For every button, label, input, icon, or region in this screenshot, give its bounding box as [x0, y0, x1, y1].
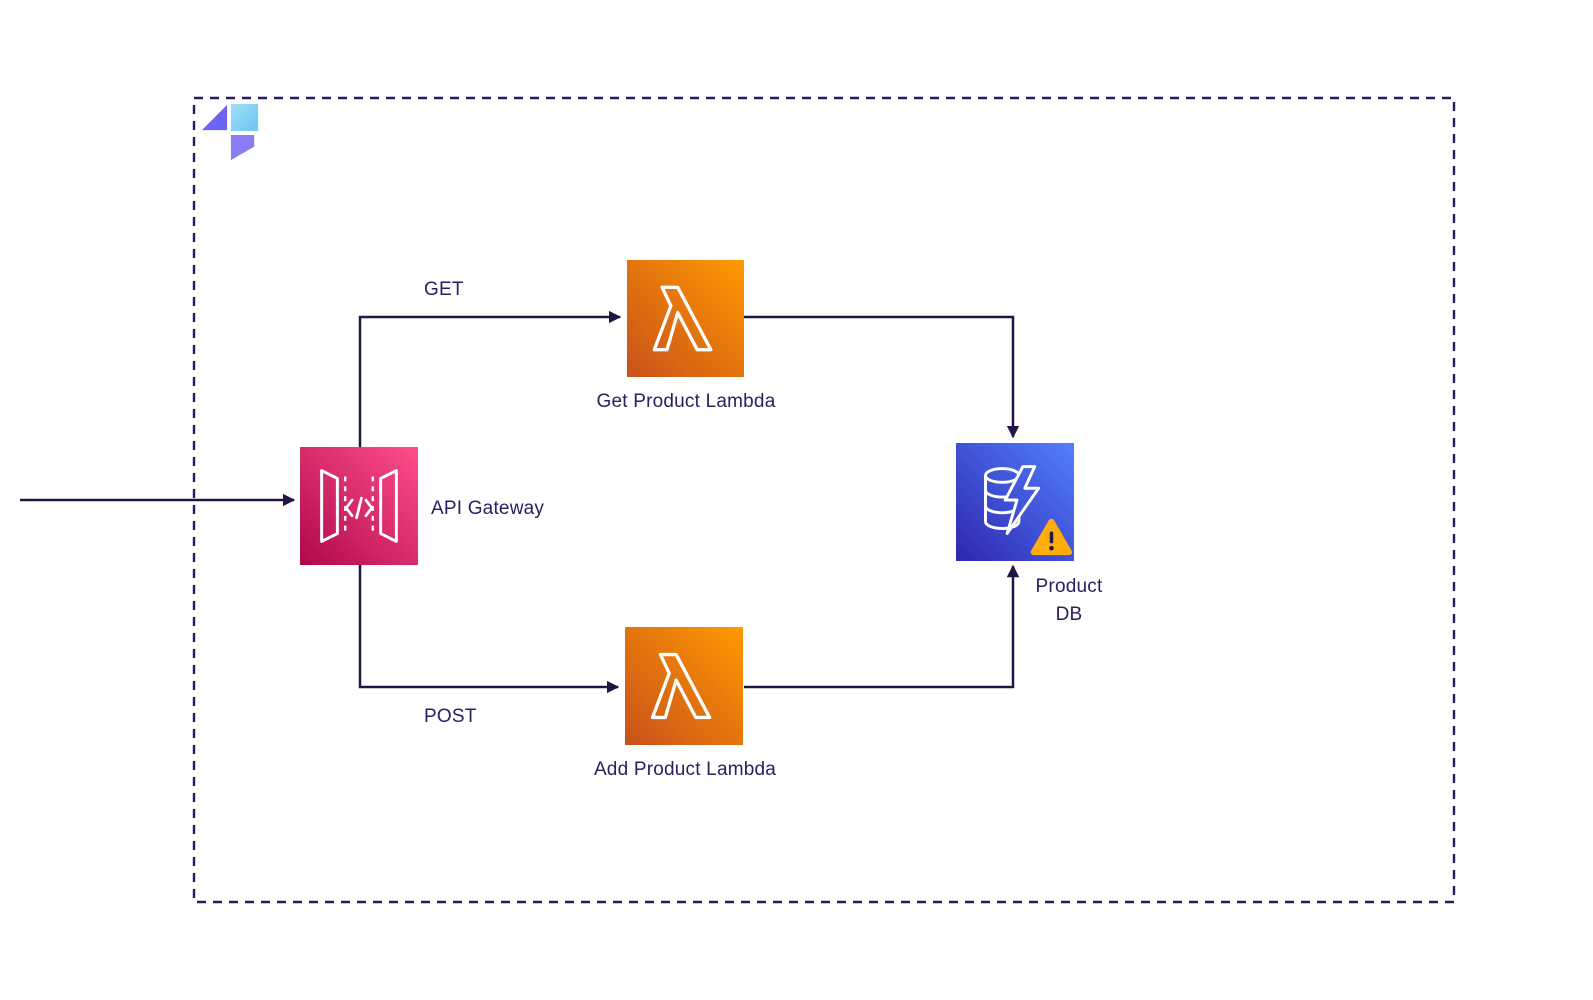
node-product-db-label: Product DB: [1035, 576, 1103, 625]
node-add-product-lambda-label: Add Product Lambda: [593, 759, 777, 780]
warning-icon: [1030, 518, 1073, 556]
api-gateway-icon: [300, 447, 418, 565]
eraser-logo-mark: [201, 103, 259, 161]
database-icon: [956, 443, 1074, 561]
node-api-gateway-label: API Gateway: [431, 498, 545, 519]
node-get-product-lambda[interactable]: [627, 260, 744, 377]
edge-add-lambda-to-product-db: [744, 564, 1020, 689]
edge-get-lambda-to-product-db: [744, 315, 1020, 439]
edge-api-gateway-to-add-lambda: [358, 565, 620, 694]
lambda-icon: [627, 260, 744, 377]
node-api-gateway[interactable]: [300, 447, 418, 565]
edge-post-label: POST: [424, 706, 477, 727]
node-add-product-lambda[interactable]: [625, 627, 743, 745]
node-get-product-lambda-label: Get Product Lambda: [596, 391, 776, 412]
eraser-logo: [199, 102, 261, 164]
edge-api-gateway-to-get-lambda: [358, 310, 622, 447]
edge-get-label: GET: [424, 279, 464, 300]
lambda-icon: [625, 627, 743, 745]
node-product-db[interactable]: [956, 443, 1074, 561]
